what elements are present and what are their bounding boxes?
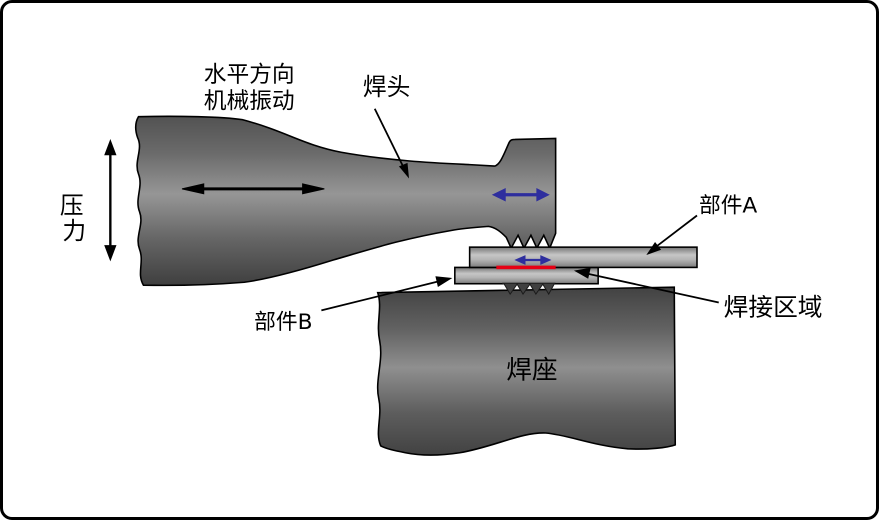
horn-tip-vibration-arrow <box>491 188 550 202</box>
label-pressure-line1: 压 <box>60 192 84 220</box>
weld-vibration-arrow <box>514 255 552 265</box>
vibration-arrow <box>181 183 325 195</box>
horn-leader-arrow <box>373 108 410 179</box>
horn-shape <box>134 115 557 287</box>
pressure-arrow <box>104 139 117 262</box>
welding-diagram: 水平方向 机械振动 焊头 压 力 部件A 部件B 焊接区域 焊座 <box>60 62 823 456</box>
anvil-shape <box>376 286 677 456</box>
label-part-b: 部件B <box>254 310 312 335</box>
label-vibration-line1: 水平方向 <box>204 62 295 88</box>
label-pressure-line2: 力 <box>62 217 86 245</box>
part-b-bar <box>454 266 599 285</box>
label-vibration-line2: 机械振动 <box>204 89 295 115</box>
label-part-a: 部件A <box>699 194 757 219</box>
part-a-bar <box>468 246 698 269</box>
weld-zone-line <box>496 265 556 270</box>
label-horn: 焊头 <box>363 73 410 101</box>
label-anvil: 焊座 <box>506 356 557 386</box>
anvil-teeth <box>502 282 556 296</box>
part-a-leader-arrow <box>646 214 698 256</box>
label-weld-zone: 焊接区域 <box>724 292 823 321</box>
weld-zone-leader-arrow <box>573 267 719 304</box>
part-b-leader-arrow <box>321 276 453 312</box>
